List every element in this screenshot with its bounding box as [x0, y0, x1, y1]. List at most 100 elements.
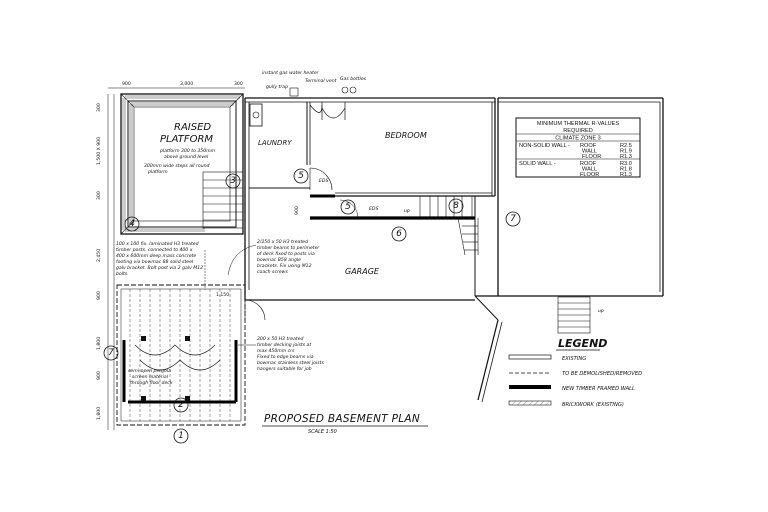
legend-heading: LEGEND: [558, 337, 607, 350]
dim-top-b: 3,000: [180, 81, 193, 87]
service-notes: instant gas water heater Terminal vent G…: [262, 70, 367, 97]
platform-label-line2: PLATFORM: [160, 134, 213, 145]
legend-brickwork: BRICKWORK (EXISTING): [562, 402, 624, 408]
post-note-line6: bolts.: [116, 271, 129, 277]
beam-note: 2/250 x 50 H3 treated timber beams to pe…: [227, 239, 320, 276]
house-walls: [244, 97, 664, 403]
drawing-scale: SCALE 1:50: [308, 429, 337, 435]
note-terminal-vent: Terminal vent: [305, 78, 337, 84]
legend-demolished: TO BE DEMOLISHED/REMOVED: [562, 371, 642, 377]
legend: LEGEND EXISTING TO BE DEMOLISHED/REMOVED…: [508, 337, 642, 408]
post-note-line5: galv bracket. Bolt post via 2 galv M12: [116, 265, 203, 271]
laundry-tub: [249, 103, 263, 127]
callout-3: 3: [225, 173, 241, 189]
pergola-note-1: semi-open pergola: [128, 368, 171, 374]
callout-2: 2: [173, 397, 189, 413]
post-note-line3: 400 x 600mm deep mass concrete: [116, 253, 196, 259]
joist-note: 200 x 50 H3 treated timber decking joist…: [238, 336, 324, 372]
dim-side-d: 2,450: [96, 249, 102, 262]
post-note-line4: footing via bowmac 88 solid steel: [116, 259, 194, 265]
callout-6: 6: [391, 226, 407, 242]
beam-note-line4: bowmac B58 angle: [257, 257, 301, 263]
svg-text:8: 8: [453, 201, 459, 211]
eds-label-2: EDS: [369, 206, 378, 212]
bedroom-window: [309, 102, 346, 120]
table-title-2: REQUIRED: [563, 128, 593, 134]
rear-stair: [557, 296, 591, 334]
dim-side-a: 300: [96, 103, 102, 112]
room-label-garage: GARAGE: [345, 267, 380, 276]
r-value-table: MINIMUM THERMAL R-VALUES REQUIRED CLIMAT…: [515, 117, 641, 178]
drawing-title: PROPOSED BASEMENT PLAN: [264, 413, 420, 425]
joist-note-line5: bowmac stainless steel joists: [257, 360, 324, 366]
platform-note-1: platform 300 to 350mm: [159, 148, 216, 154]
table-zone: CLIMATE ZONE 3: [555, 136, 601, 142]
table-b-value-1: R1.8: [620, 167, 632, 173]
laundry-door-swing: [309, 167, 333, 191]
table-a-value-0: R2.5: [620, 143, 632, 149]
beam-note-line3: of deck fixed to posts via: [257, 251, 315, 257]
room-label-bedroom: BEDROOM: [385, 131, 427, 140]
note-gas-bottles: Gas bottles: [340, 76, 367, 82]
dim-side-e: 900: [96, 291, 102, 300]
table-a-item-1: WALL: [582, 149, 597, 155]
raised-platform: RAISED PLATFORM platform 300 to 350mm ab…: [120, 93, 244, 235]
svg-text:4: 4: [129, 219, 135, 229]
table-b-item-2: FLOOR: [580, 172, 599, 178]
rear-stair-up-label: up: [598, 309, 604, 314]
callout-7b: 7: [103, 345, 119, 361]
post-note-line1: 100 x 100 fix. laminated H3 treated: [116, 241, 199, 247]
platform-steps: [202, 171, 244, 229]
post-note-line2: timber posts. connected to 400 x: [116, 247, 193, 253]
pergola-note-3: through floor deck: [130, 380, 173, 386]
joist-note-line1: 200 x 50 H3 treated: [257, 336, 304, 342]
table-title-1: MINIMUM THERMAL R-VALUES: [537, 121, 620, 127]
dim-side-f: 1,800: [96, 337, 102, 350]
svg-text:7: 7: [510, 214, 516, 224]
dim-side-c: 300: [96, 191, 102, 200]
table-a-item-2: FLOOR: [582, 154, 601, 160]
callout-5b: 5: [340, 199, 356, 215]
svg-text:6: 6: [396, 229, 402, 239]
platform-note-4: platform: [147, 169, 168, 175]
table-a-value-2: R1.3: [620, 154, 632, 160]
table-b-value-0: R3.0: [620, 161, 632, 167]
table-b-item-1: WALL: [582, 167, 597, 173]
deck-door-swing: [244, 299, 266, 321]
dimensions: [107, 87, 245, 430]
post-note: 100 x 100 fix. laminated H3 treated timb…: [116, 241, 206, 290]
joist-note-line2: timber decking joists at: [257, 342, 311, 348]
table-solid-label: SOLID WALL -: [519, 161, 556, 167]
stair-up-label: up: [404, 209, 410, 214]
dim-side-h: 1,800: [96, 407, 102, 420]
beam-note-line5: brackets. Fix using M12: [257, 263, 312, 269]
legend-new-wall: NEW TIMBER FRAMED WALL: [562, 386, 635, 392]
dim-mid: 1,150: [216, 292, 229, 298]
table-nonsolid-label: NON-SOLID WALL -: [519, 143, 570, 149]
eds-label-1: EDS: [319, 178, 328, 184]
callout-4: 4: [124, 216, 140, 232]
table-a-value-1: R1.9: [620, 149, 632, 155]
beam-note-line6: coach screws: [257, 269, 288, 275]
note-gas-water-heater: instant gas water heater: [262, 70, 320, 76]
callout-5a: 5: [293, 168, 309, 184]
table-a-item-0: ROOF: [580, 143, 597, 149]
dim-side-g: 900: [96, 371, 102, 380]
joist-note-line6: hangers suitable for job: [257, 366, 312, 372]
svg-text:7: 7: [108, 348, 114, 358]
dim-top-a: 900: [122, 81, 131, 87]
room-label-laundry: LAUNDRY: [258, 139, 292, 147]
callout-1: 1: [173, 428, 189, 444]
table-b-value-2: R1.3: [620, 172, 632, 178]
dim-top-c: 300: [234, 81, 243, 87]
pergola-note-2: screen material: [132, 374, 169, 380]
svg-text:5: 5: [298, 171, 304, 181]
beam-note-line2: timber beams to perimeter: [257, 245, 320, 251]
deck-area: [116, 284, 246, 426]
platform-note-2: above ground level: [164, 154, 209, 160]
callout-8: 8: [448, 198, 464, 214]
svg-text:5: 5: [345, 202, 351, 212]
table-b-item-0: ROOF: [580, 161, 597, 167]
dim-stair: 900: [294, 206, 300, 215]
